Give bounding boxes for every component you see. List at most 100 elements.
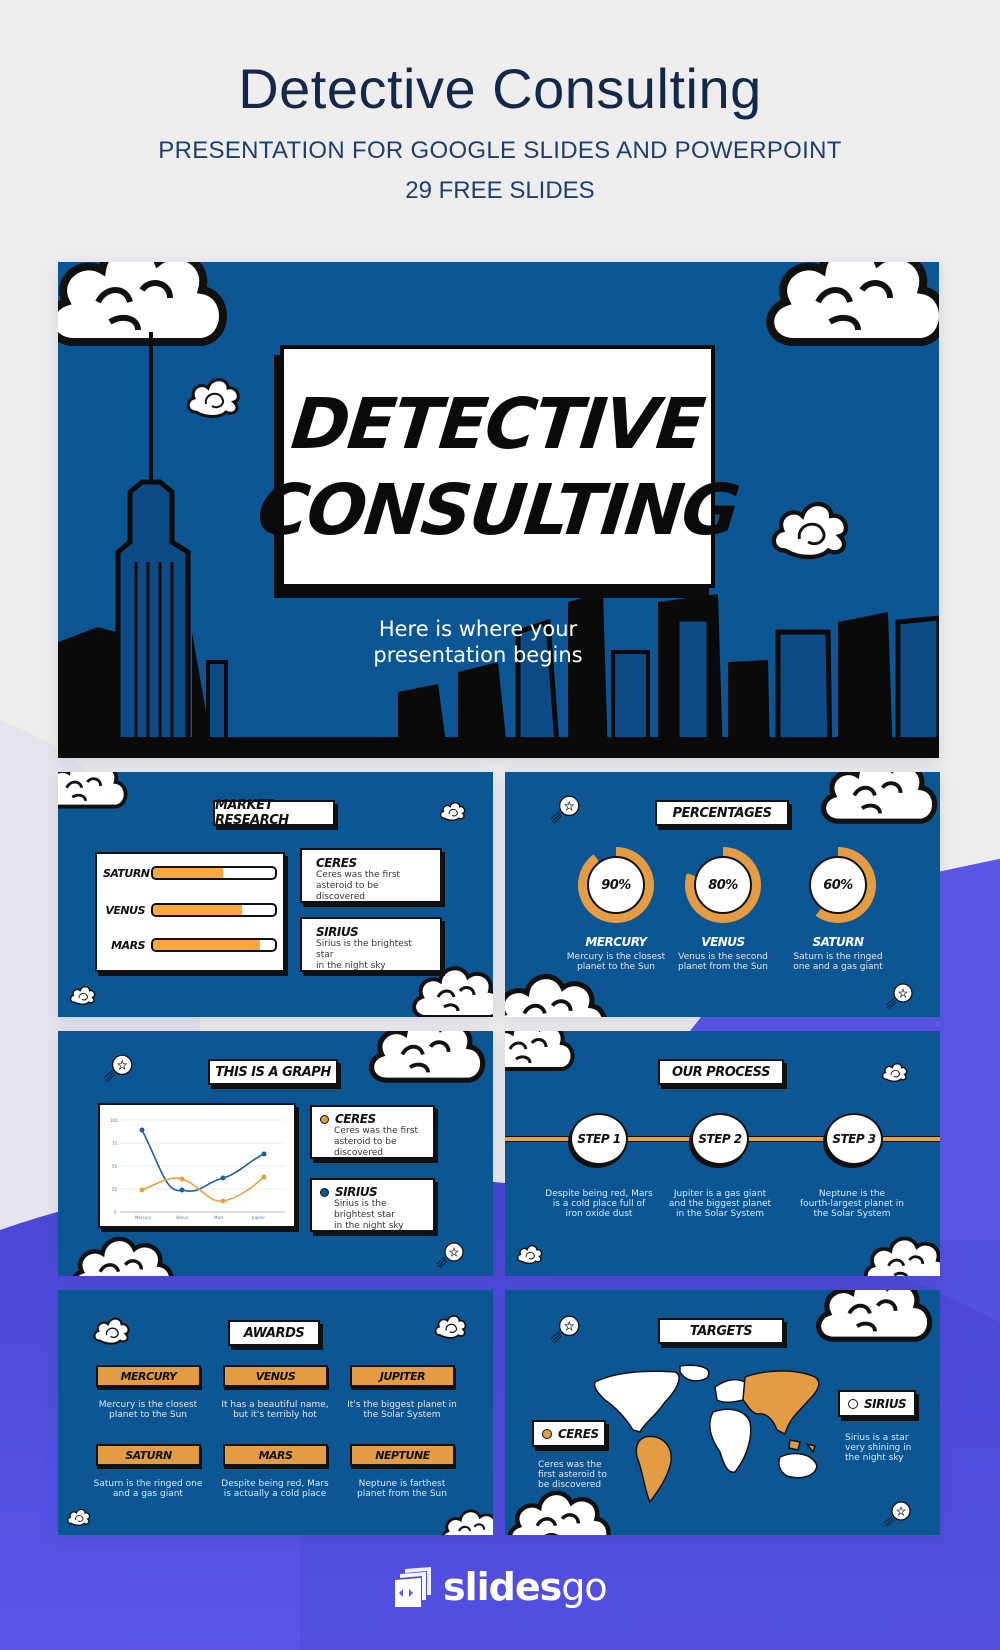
cloud-icon [505, 1031, 580, 1079]
slidesgo-logo[interactable]: slidesgo [393, 1565, 608, 1609]
bar-panel: SATURN VENUS MARS [95, 852, 285, 972]
awards-slide[interactable]: AWARDS MERCURY VENUS JUPITER Mercury is … [58, 1290, 493, 1535]
legend-dot-icon [320, 1114, 329, 1124]
cloud-icon [515, 1241, 545, 1265]
award-tag: MERCURY [96, 1365, 201, 1387]
award-tag: SATURN [96, 1444, 201, 1466]
market-research-slide[interactable]: MARKET RESEARCH SATURN VENUS MARS CERES … [58, 772, 493, 1017]
step-1: STEP 1 [570, 1113, 628, 1165]
cover-slide[interactable]: DETECTIVE CONSULTING Here is where your … [58, 262, 939, 758]
award-tag: JUPITER [350, 1365, 455, 1387]
cover-subtitle-line1: Here is where your [378, 617, 578, 641]
bar-label: SATURN [103, 866, 150, 880]
cover-title-line2: CONSULTING [253, 468, 742, 551]
star-cloud-icon [550, 1312, 582, 1344]
star-cloud-icon [103, 1051, 135, 1083]
award-tag: MARS [223, 1444, 328, 1466]
progress-fill [153, 940, 261, 950]
cloud-icon [880, 1059, 910, 1083]
svg-text:75: 75 [112, 1141, 118, 1146]
bar-row: VENUS [103, 903, 277, 917]
bar-row: SATURN [103, 866, 277, 880]
target-tag-sirius: SIRIUS [838, 1390, 916, 1417]
svg-text:Mercury: Mercury [135, 1215, 152, 1220]
progress-bar [151, 938, 277, 952]
cover-subtitle: Here is where your presentation begins [298, 616, 658, 668]
legend-card-sirius: SIRIUS Sirius is the brightest star in t… [310, 1178, 435, 1232]
award-tag: NEPTUNE [350, 1444, 455, 1466]
percent-value: 60% [809, 856, 867, 914]
bar-label: VENUS [105, 903, 145, 917]
cover-subtitle-line2: presentation begins [373, 643, 583, 667]
cloud-icon [91, 1312, 133, 1346]
legend-card-ceres: CERES Ceres was the first asteroid to be… [310, 1105, 435, 1159]
progress-fill [153, 868, 223, 878]
cloud-icon [66, 1505, 92, 1527]
percent-name: VENUS [701, 935, 745, 949]
percent-value: 90% [587, 856, 645, 914]
svg-text:50: 50 [112, 1164, 118, 1169]
cloud-icon [68, 982, 98, 1006]
card-title: CERES [316, 856, 357, 870]
target-title: CERES [558, 1426, 599, 1441]
percent-ring: 60% [800, 847, 876, 923]
step-2: STEP 2 [691, 1113, 749, 1165]
process-slide[interactable]: OUR PROCESS STEP 1 STEP 2 STEP 3 Despite… [505, 1031, 940, 1276]
progress-fill [153, 905, 243, 915]
star-cloud-icon [436, 1239, 466, 1269]
svg-text:0: 0 [114, 1210, 117, 1215]
slide-title: AWARDS [228, 1320, 320, 1346]
star-cloud-icon [550, 792, 582, 824]
percent-ring: 90% [578, 847, 654, 923]
cloud-icon [438, 1500, 493, 1535]
award-tag: VENUS [223, 1365, 328, 1387]
svg-text:100: 100 [110, 1118, 118, 1123]
slide-count: 29 FREE SLIDES [405, 177, 595, 204]
percentages-slide[interactable]: PERCENTAGES 90% MERCURY Mercury is the c… [505, 772, 940, 1017]
star-cloud-icon [885, 980, 915, 1010]
cloud-icon [860, 1226, 940, 1276]
cloud-icon [58, 772, 133, 816]
award-desc: It has a beautiful name,but it's terribl… [221, 1400, 329, 1420]
slide-title: PERCENTAGES [655, 800, 789, 826]
svg-text:Venus: Venus [176, 1215, 188, 1220]
progress-bar [151, 866, 277, 880]
legend-title: CERES [335, 1112, 376, 1126]
cover-title-box: DETECTIVE CONSULTING [253, 345, 742, 588]
slide-title: THIS IS A GRAPH [208, 1059, 338, 1085]
svg-text:Mars: Mars [214, 1215, 224, 1220]
percent-name: MERCURY [585, 935, 647, 949]
page-subtitle: PRESENTATION FOR GOOGLE SLIDES AND POWER… [158, 137, 842, 164]
world-map [593, 1364, 820, 1504]
bar-row: MARS [103, 938, 277, 952]
cloud-icon [433, 1310, 469, 1340]
percent-value: 80% [694, 856, 752, 914]
legend-desc: Ceres was the first [334, 1126, 419, 1136]
legend-desc: Sirius is the brightest star [334, 1199, 395, 1220]
slide-title: MARKET RESEARCH [213, 798, 335, 828]
page-title: Detective Consulting [238, 57, 762, 120]
info-card-ceres: CERES Ceres was the first asteroid to be… [300, 848, 442, 903]
bar-label: MARS [111, 938, 145, 952]
target-tag-ceres: CERES [532, 1420, 606, 1447]
percent-ring: 80% [685, 847, 761, 923]
legend-dot-icon [848, 1398, 858, 1409]
cloud-icon [438, 798, 468, 822]
svg-text:Jupiter: Jupiter [251, 1215, 265, 1220]
cloud-icon [805, 1290, 940, 1352]
